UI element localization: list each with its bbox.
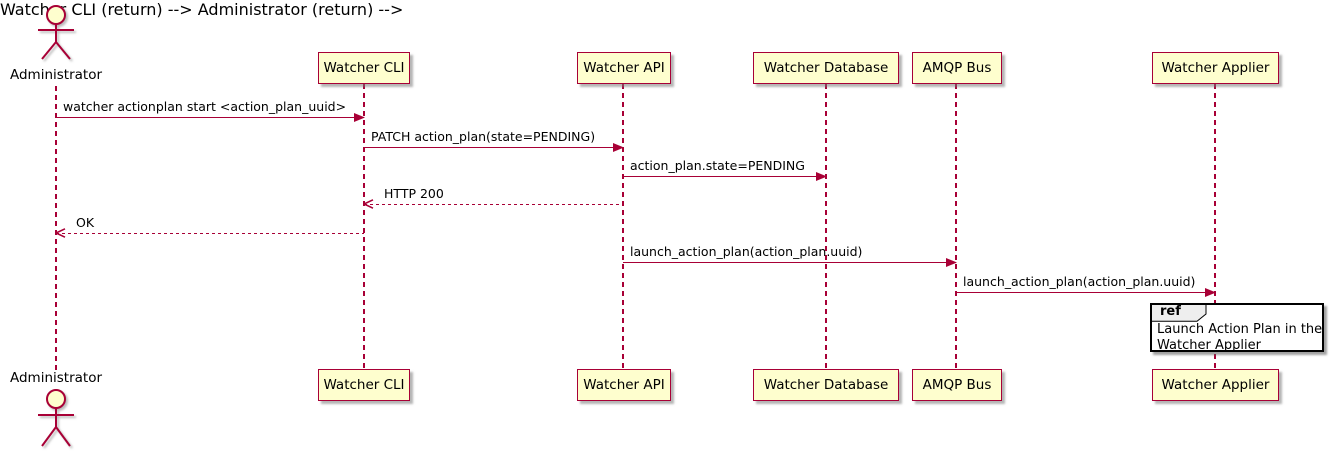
participant-label: AMQP Bus — [922, 60, 992, 76]
participant-amqp-bus-bottom: AMQP Bus — [912, 369, 1002, 401]
participant-watcher-cli-bottom: Watcher CLI — [318, 369, 410, 401]
participant-label: Watcher API — [583, 60, 665, 76]
lifeline-amqp-bus — [955, 84, 957, 369]
message-label: PATCH action_plan(state=PENDING) — [371, 129, 596, 144]
participant-label: Watcher CLI — [323, 377, 405, 393]
message-label: watcher actionplan start <action_plan_uu… — [63, 99, 347, 114]
participant-label: Watcher Database — [763, 60, 889, 76]
lifeline-watcher-database — [825, 84, 827, 369]
participant-watcher-cli-top: Watcher CLI — [318, 52, 410, 84]
message-http-200: HTTP 200 — [363, 186, 623, 209]
participant-label: Watcher API — [583, 377, 665, 393]
participant-watcher-api-top: Watcher API — [577, 52, 671, 84]
message-label: launch_action_plan(action_plan.uuid) — [630, 244, 863, 259]
message-line — [364, 203, 623, 205]
ref-text-line: Watcher Applier — [1157, 337, 1261, 353]
message-patch-action-plan: PATCH action_plan(state=PENDING) — [364, 129, 624, 152]
ref-fragment: ref Launch Action Plan in the Watcher Ap… — [1150, 303, 1324, 353]
participant-watcher-applier-top: Watcher Applier — [1152, 52, 1279, 84]
message-line — [956, 291, 1215, 293]
participant-watcher-applier-bottom: Watcher Applier — [1152, 369, 1279, 401]
message-line — [623, 261, 956, 263]
message-line — [364, 146, 623, 148]
participant-label: AMQP Bus — [922, 377, 992, 393]
participant-watcher-database-top: Watcher Database — [753, 52, 899, 84]
actor-label-top: Administrator — [9, 67, 103, 83]
participant-label: Watcher Applier — [1161, 60, 1270, 76]
message-line — [56, 232, 364, 234]
lifeline-administrator — [55, 86, 57, 370]
ref-tab-shape — [1151, 304, 1207, 322]
lifeline-watcher-cli — [363, 84, 365, 369]
ref-text: Launch Action Plan in the Watcher Applie… — [1157, 322, 1322, 353]
participant-label: Watcher Applier — [1161, 377, 1270, 393]
message-launch-action-plan-api: launch_action_plan(action_plan.uuid) — [623, 244, 957, 267]
message-label: HTTP 200 — [384, 186, 444, 201]
lifeline-watcher-applier — [1214, 84, 1216, 369]
message-label: launch_action_plan(action_plan.uuid) — [963, 274, 1196, 289]
arrowhead-icon — [55, 228, 66, 238]
participant-amqp-bus-top: AMQP Bus — [912, 52, 1002, 84]
actor-icon — [38, 389, 74, 447]
message-launch-action-plan-amqp: launch_action_plan(action_plan.uuid) — [956, 274, 1216, 297]
participant-label: Watcher CLI — [323, 60, 405, 76]
arrowhead-icon — [816, 172, 827, 181]
message-line — [623, 175, 826, 177]
lifeline-watcher-api — [622, 84, 624, 369]
message-ok: OK — [55, 215, 364, 238]
message-label: OK — [76, 215, 95, 230]
arrowhead-icon — [946, 258, 957, 267]
arrowhead-icon — [1205, 288, 1216, 297]
message-label: action_plan.state=PENDING — [630, 158, 805, 173]
arrowhead-icon — [354, 113, 365, 122]
ref-tab: ref — [1151, 304, 1207, 322]
participant-label: Watcher Database — [763, 377, 889, 393]
arrowhead-icon — [613, 143, 624, 152]
message-actionplan-start: watcher actionplan start <action_plan_uu… — [56, 99, 365, 122]
ref-text-line: Launch Action Plan in the — [1157, 322, 1323, 337]
arrowhead-icon — [363, 199, 374, 209]
actor-label-bottom: Administrator — [9, 370, 103, 386]
ref-keyword: ref — [1160, 304, 1181, 319]
participant-watcher-api-bottom: Watcher API — [577, 369, 671, 401]
actor-icon — [38, 5, 74, 60]
participant-watcher-database-bottom: Watcher Database — [753, 369, 899, 401]
message-line — [56, 116, 364, 118]
message-state-pending: action_plan.state=PENDING — [623, 158, 827, 181]
